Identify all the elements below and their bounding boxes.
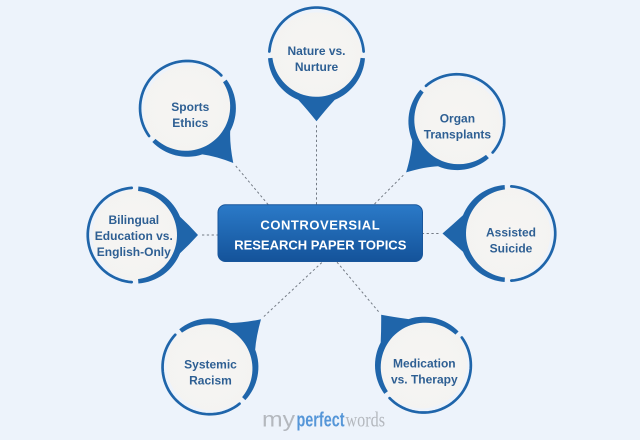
svg-text:Nature vs.: Nature vs. [287,44,345,58]
svg-text:words: words [346,408,386,432]
svg-text:Transplants: Transplants [424,128,492,142]
svg-text:Assisted: Assisted [486,226,536,240]
svg-text:vs. Therapy: vs. Therapy [391,373,458,387]
svg-text:my: my [262,409,296,432]
svg-text:Bilingual: Bilingual [108,213,159,227]
svg-text:CONTROVERSIAL: CONTROVERSIAL [260,218,380,233]
svg-text:Education vs.: Education vs. [95,229,173,243]
svg-text:Medication: Medication [393,357,456,371]
svg-text:Ethics: Ethics [172,116,208,130]
svg-text:RESEARCH PAPER TOPICS: RESEARCH PAPER TOPICS [234,237,406,252]
svg-text:Systemic: Systemic [184,357,237,371]
svg-text:Suicide: Suicide [490,242,533,256]
svg-text:Racism: Racism [189,373,232,387]
svg-text:Nurture: Nurture [295,60,339,74]
svg-text:perfect: perfect [297,410,345,432]
svg-text:Organ: Organ [440,112,475,126]
svg-text:Sports: Sports [171,100,209,114]
svg-text:English-Only: English-Only [97,245,171,259]
